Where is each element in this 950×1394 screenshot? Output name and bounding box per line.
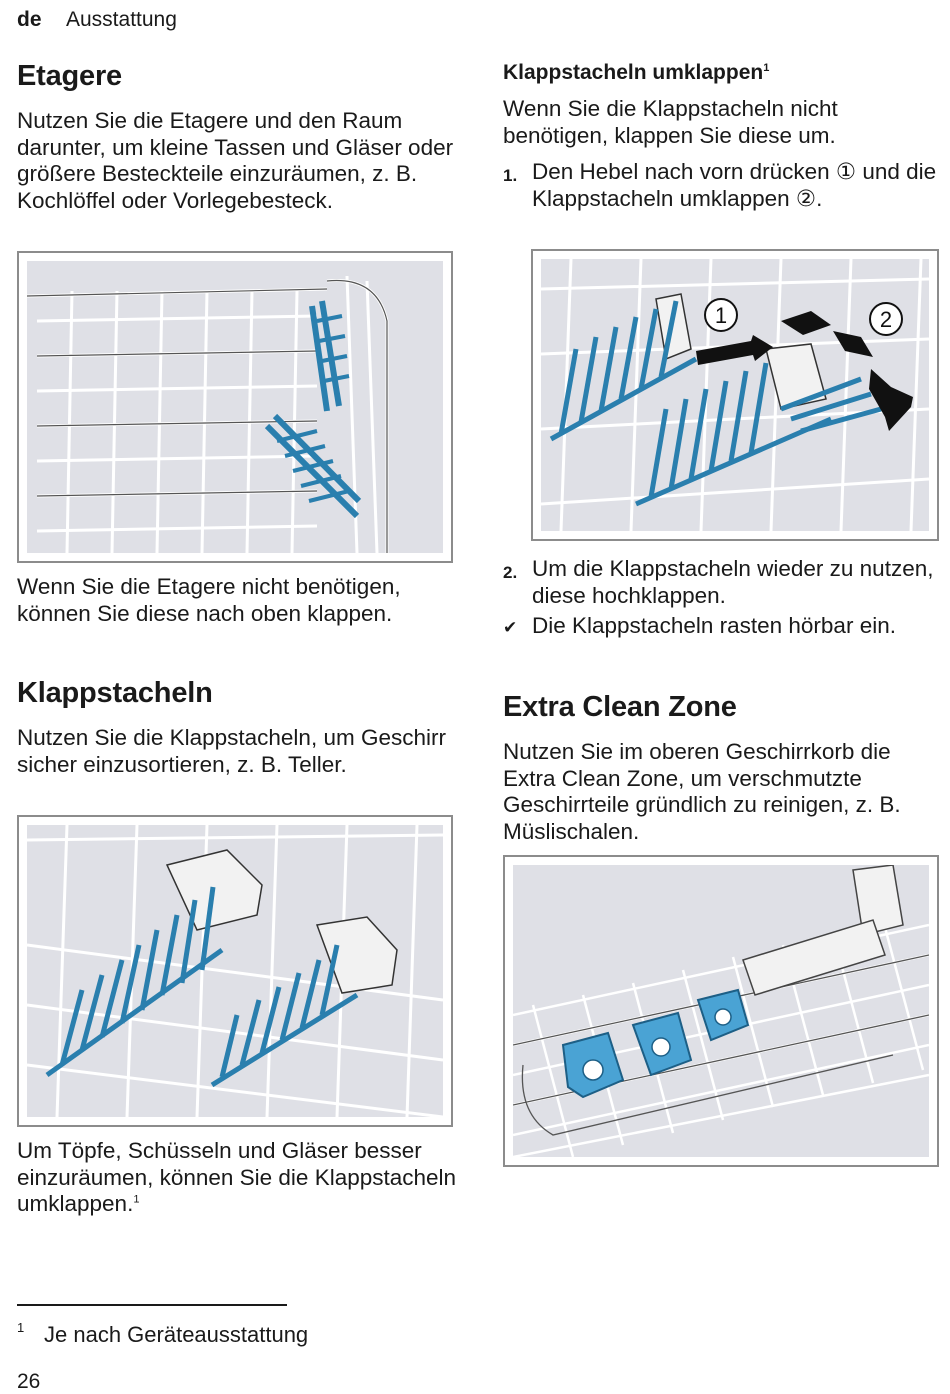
umklappen-intro: Wenn Sie die Klappstacheln nicht benötig…: [503, 96, 838, 148]
footnote-divider: [17, 1304, 287, 1306]
check-icon: ✔: [503, 618, 518, 637]
footnote-text: Je nach Geräteausstattung: [44, 1322, 309, 1347]
umklappen-heading: Klappstacheln umklappen1: [503, 61, 943, 85]
klappstacheln-figure: [17, 815, 453, 1127]
page-number: 26: [17, 1370, 41, 1393]
extra-clean-zone-illustration: [513, 865, 929, 1157]
step-result: ✔ Die Klappstacheln rasten hörbar ein.: [503, 613, 943, 669]
callout-2-label: 2: [880, 307, 892, 332]
callout-1: 1: [704, 298, 738, 332]
step-1: 1. Den Hebel nach vorn drücken ① und die…: [503, 159, 943, 239]
klappstacheln-after: Um Töpfe, Schüsseln und Gläser besser ei…: [17, 1138, 457, 1218]
etagere-intro: Nutzen Sie die Etagere und den Raum daru…: [17, 108, 454, 213]
klappstacheln-after-text: Um Töpfe, Schüsseln und Gläser besser ei…: [17, 1138, 457, 1216]
klappstacheln-heading: Klappstacheln: [17, 677, 213, 709]
step-result-text: Die Klappstacheln rasten hörbar ein.: [532, 613, 896, 638]
step-2-text: Um die Klappstacheln wieder zu nutzen, d…: [532, 556, 934, 608]
header-language: de: [17, 8, 42, 31]
step-1-text: Den Hebel nach vorn drücken ① und die Kl…: [532, 159, 937, 211]
step-1-number: 1.: [503, 166, 518, 185]
step-2: 2. Um die Klappstacheln wieder zu nutzen…: [503, 556, 943, 612]
footnote-ref[interactable]: 1: [133, 1193, 140, 1206]
umklappen-figure: 1 2: [531, 249, 939, 541]
klappstacheln-intro: Nutzen Sie die Klappstacheln, um Geschir…: [17, 725, 446, 777]
callout-1-label: 1: [715, 303, 727, 328]
klappstacheln-illustration: [27, 825, 443, 1117]
etagere-illustration: [27, 275, 389, 553]
extra-clean-zone-heading: Extra Clean Zone: [503, 691, 737, 723]
callout-2: 2: [869, 302, 903, 336]
umklappen-footnote-ref[interactable]: 1: [763, 62, 770, 74]
etagere-figure: [17, 251, 453, 563]
footnote-mark: 1: [17, 1320, 25, 1335]
extra-clean-zone-intro: Nutzen Sie im oberen Geschirrkorb die Ex…: [503, 739, 901, 844]
umklappen-heading-text: Klappstacheln umklappen: [503, 61, 764, 84]
step-2-number: 2.: [503, 563, 518, 582]
etagere-after: Wenn Sie die Etagere nicht benötigen, kö…: [17, 574, 401, 626]
header-section: Ausstattung: [66, 8, 177, 31]
umklappen-illustration: 1 2: [541, 259, 929, 531]
etagere-heading: Etagere: [17, 60, 122, 92]
extra-clean-zone-figure: [503, 855, 939, 1167]
